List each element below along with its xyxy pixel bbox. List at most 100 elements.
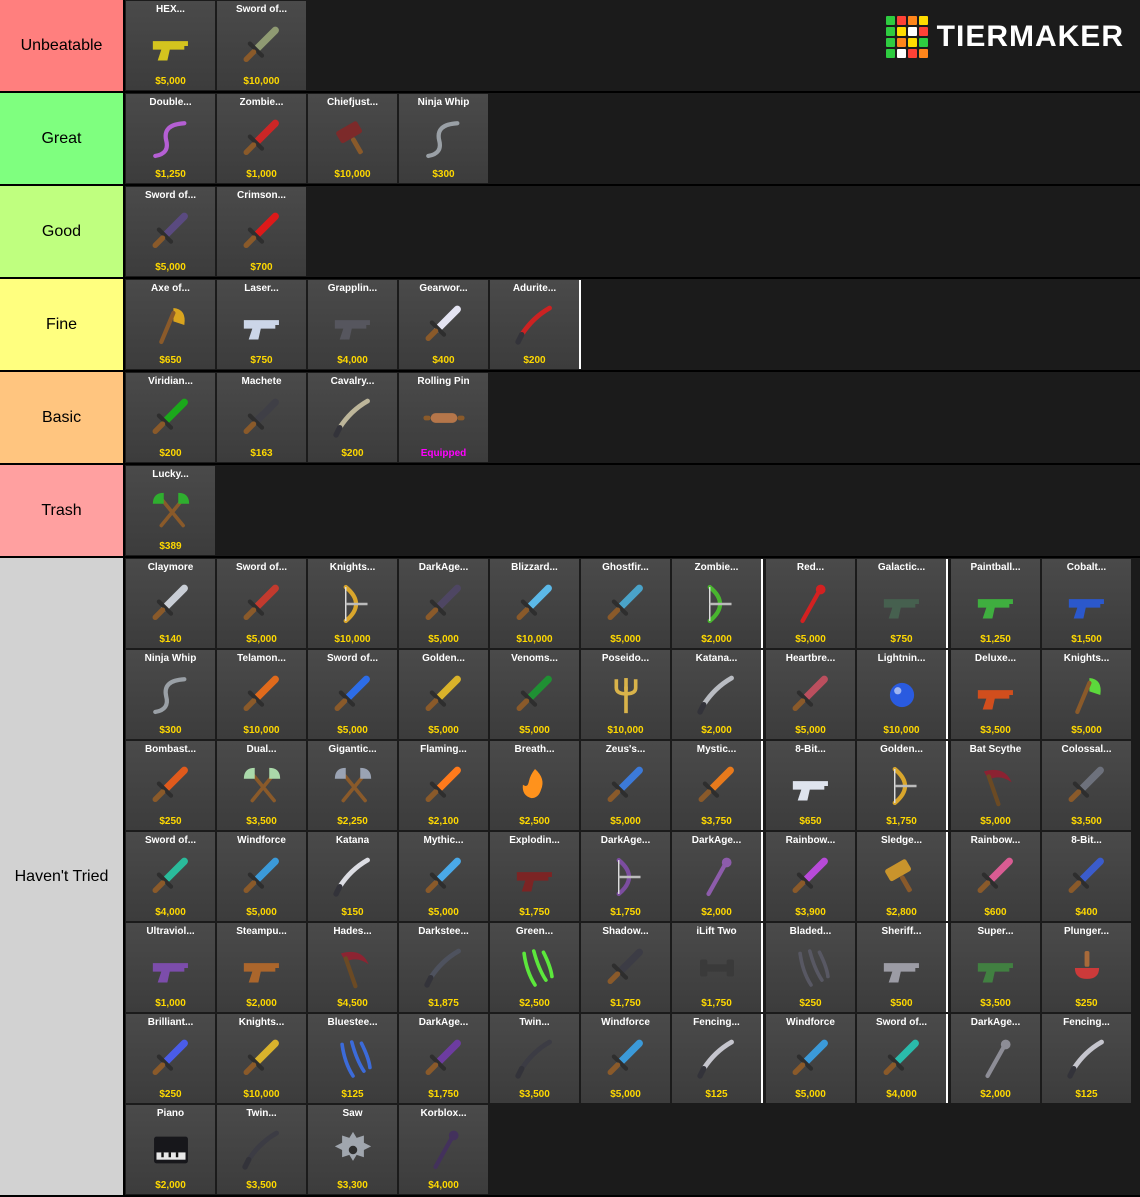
item-card[interactable]: Sword of...$5,000 (217, 559, 306, 648)
item-card[interactable]: 8-Bit...$400 (1042, 832, 1131, 921)
item-card[interactable]: Plunger...$250 (1042, 923, 1131, 1012)
item-card[interactable]: Poseido...$10,000 (581, 650, 670, 739)
item-card[interactable]: Dual...$3,500 (217, 741, 306, 830)
item-card[interactable]: Venoms...$5,000 (490, 650, 579, 739)
item-card[interactable]: HEX...$5,000 (126, 1, 215, 90)
item-card[interactable]: Mystic...$3,750 (672, 741, 761, 830)
item-card[interactable]: Brilliant...$250 (126, 1014, 215, 1103)
item-card[interactable]: Darkstee...$1,875 (399, 923, 488, 1012)
item-card[interactable]: Knights...$10,000 (308, 559, 397, 648)
item-card[interactable]: Zombie...$2,000 (672, 559, 761, 648)
item-card[interactable]: Rainbow...$600 (951, 832, 1040, 921)
item-card[interactable]: Zeus's...$5,000 (581, 741, 670, 830)
item-card[interactable]: Knights...$10,000 (217, 1014, 306, 1103)
item-card[interactable]: Fencing...$125 (672, 1014, 761, 1103)
item-card[interactable]: Viridian...$200 (126, 373, 215, 462)
item-card[interactable]: Sword of...$5,000 (308, 650, 397, 739)
item-card[interactable]: Saw$3,300 (308, 1105, 397, 1194)
item-card[interactable]: Korblox...$4,000 (399, 1105, 488, 1194)
item-price: $750 (250, 355, 273, 366)
item-card[interactable]: Axe of...$650 (126, 280, 215, 369)
item-card[interactable]: Blizzard...$10,000 (490, 559, 579, 648)
item-card[interactable]: iLift Two$1,750 (672, 923, 761, 1012)
item-card[interactable]: Bat Scythe$5,000 (951, 741, 1040, 830)
item-card[interactable]: Laser... $750 (217, 280, 306, 369)
item-card[interactable]: Hades...$4,500 (308, 923, 397, 1012)
item-card[interactable]: Ultraviol...$1,000 (126, 923, 215, 1012)
item-card[interactable]: Adurite...$200 (490, 280, 579, 369)
item-card[interactable]: Sword of...$4,000 (126, 832, 215, 921)
item-card[interactable]: Bladed...$250 (766, 923, 855, 1012)
item-card[interactable]: Colossal...$3,500 (1042, 741, 1131, 830)
item-card[interactable]: Double...$1,250 (126, 94, 215, 183)
item-card[interactable]: Twin...$3,500 (490, 1014, 579, 1103)
item-card[interactable]: Breath...$2,500 (490, 741, 579, 830)
item-card[interactable]: Sword of...$4,000 (857, 1014, 946, 1103)
item-card[interactable]: Twin...$3,500 (217, 1105, 306, 1194)
item-card[interactable]: Claymore$140 (126, 559, 215, 648)
item-card[interactable]: DarkAge...$2,000 (951, 1014, 1040, 1103)
item-card[interactable]: Ghostfir...$5,000 (581, 559, 670, 648)
item-card[interactable]: Steampu...$2,000 (217, 923, 306, 1012)
item-card[interactable]: Bombast...$250 (126, 741, 215, 830)
item-card[interactable]: Red...$5,000 (766, 559, 855, 648)
item-name: Shadow... (602, 926, 649, 937)
item-card[interactable]: Ninja Whip$300 (126, 650, 215, 739)
item-card[interactable]: Katana$150 (308, 832, 397, 921)
item-card[interactable]: Grapplin...$4,000 (308, 280, 397, 369)
item-card[interactable]: 8-Bit...$650 (766, 741, 855, 830)
item-card[interactable]: Mythic...$5,000 (399, 832, 488, 921)
item-card[interactable]: Deluxe...$3,500 (951, 650, 1040, 739)
item-card[interactable]: Golden...$5,000 (399, 650, 488, 739)
item-card[interactable]: Katana...$2,000 (672, 650, 761, 739)
item-card[interactable]: Paintball...$1,250 (951, 559, 1040, 648)
item-card[interactable]: Lightnin...$10,000 (857, 650, 946, 739)
item-card[interactable]: Knights...$5,000 (1042, 650, 1131, 739)
item-card[interactable]: Sledge...$2,800 (857, 832, 946, 921)
item-name: Claymore (147, 562, 194, 573)
item-card[interactable]: Gigantic...$2,250 (308, 741, 397, 830)
item-card[interactable]: Green...$2,500 (490, 923, 579, 1012)
item-card[interactable]: Windforce$5,000 (766, 1014, 855, 1103)
item-price: $125 (1075, 1089, 1098, 1100)
item-card[interactable]: Heartbre...$5,000 (766, 650, 855, 739)
item-card[interactable]: Golden...$1,750 (857, 741, 946, 830)
item-card[interactable]: Ninja Whip$300 (399, 94, 488, 183)
item-card[interactable]: Lucky...$389 (126, 466, 215, 555)
item-card[interactable]: Rainbow...$3,900 (766, 832, 855, 921)
gun-icon (512, 854, 558, 900)
item-card[interactable]: Windforce$5,000 (217, 832, 306, 921)
item-name: Laser... (244, 283, 279, 294)
item-card[interactable]: Shadow...$1,750 (581, 923, 670, 1012)
item-name: Golden... (422, 653, 465, 664)
item-card[interactable]: DarkAge...$5,000 (399, 559, 488, 648)
item-card[interactable]: Gearwor...$400 (399, 280, 488, 369)
item-card[interactable]: Bluestee...$125 (308, 1014, 397, 1103)
item-card[interactable]: Cavalry...$200 (308, 373, 397, 462)
item-card[interactable]: Explodin...$1,750 (490, 832, 579, 921)
item-card[interactable]: Zombie...$1,000 (217, 94, 306, 183)
item-card[interactable]: Machete$163 (217, 373, 306, 462)
katana-icon (421, 945, 467, 991)
item-card[interactable]: Sword of...$5,000 (126, 187, 215, 276)
item-card[interactable]: Chiefjust...$10,000 (308, 94, 397, 183)
item-card[interactable]: Flaming...$2,100 (399, 741, 488, 830)
staff-icon (788, 581, 834, 627)
item-card[interactable]: Crimson...$700 (217, 187, 306, 276)
item-card[interactable]: Cobalt...$1,500 (1042, 559, 1131, 648)
item-card[interactable]: Piano$2,000 (126, 1105, 215, 1194)
item-card[interactable]: DarkAge...$1,750 (399, 1014, 488, 1103)
item-name: Flaming... (420, 744, 467, 755)
item-card[interactable]: Telamon...$10,000 (217, 650, 306, 739)
item-card[interactable]: DarkAge...$1,750 (581, 832, 670, 921)
item-card[interactable]: DarkAge...$2,000 (672, 832, 761, 921)
item-card[interactable]: Sheriff...$500 (857, 923, 946, 1012)
item-card[interactable]: Super...$3,500 (951, 923, 1040, 1012)
item-card[interactable]: Fencing...$125 (1042, 1014, 1131, 1103)
sword-icon (788, 854, 834, 900)
item-card[interactable]: Sword of...$10,000 (217, 1, 306, 90)
item-card[interactable]: Galactic...$750 (857, 559, 946, 648)
item-card[interactable]: Windforce$5,000 (581, 1014, 670, 1103)
